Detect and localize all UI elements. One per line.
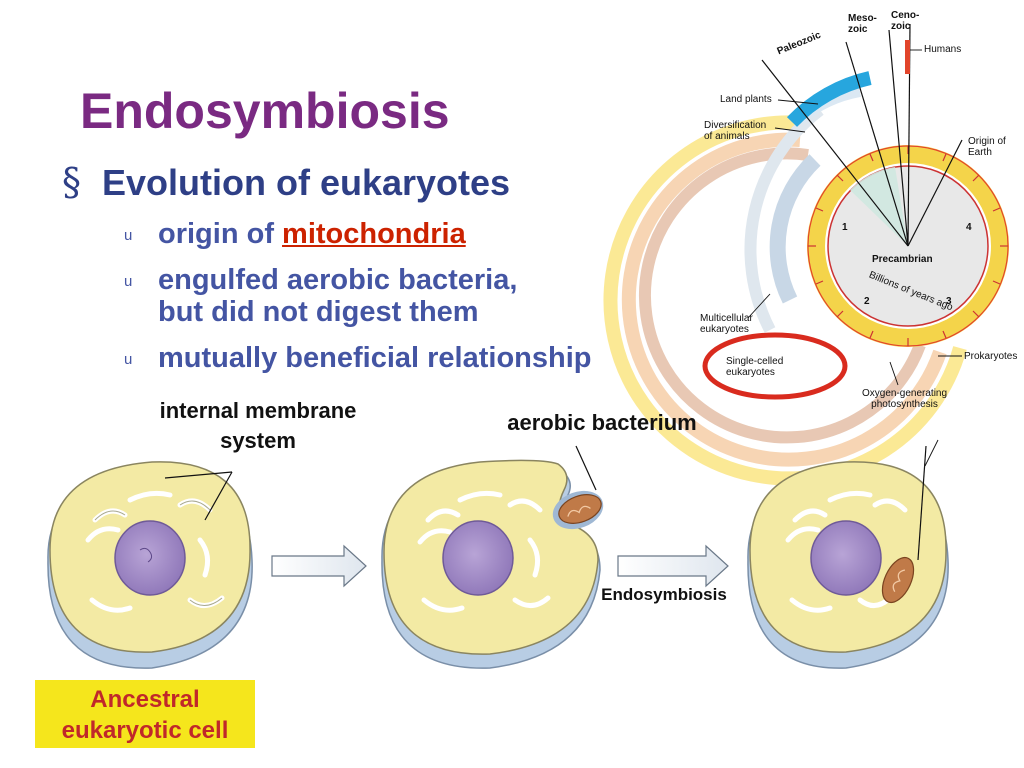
arc-multicellular — [769, 154, 821, 304]
bullet-main-text: Evolution of eukaryotes — [102, 162, 511, 203]
era-mesozoic: Meso- zoic — [848, 13, 877, 35]
event-multicellular-2: eukaryotes — [700, 324, 749, 335]
event-single-celled: Single-celled eukaryotes — [726, 356, 783, 378]
era-mesozoic-2: zoic — [848, 24, 868, 35]
event-multicellular: Multicellular eukaryotes — [700, 313, 753, 335]
event-prokaryotes: Prokaryotes — [964, 351, 1018, 362]
arc-single-celled — [638, 147, 926, 444]
sub-item-2-line2: but did not digest them — [158, 296, 479, 328]
sub-item-3: u mutually beneficial relationship — [124, 342, 592, 374]
symbiont-cell — [747, 461, 949, 669]
sub-item-2-line1: engulfed aerobic bacteria, — [158, 264, 518, 296]
membrane-label-line1: internal membrane — [159, 398, 357, 423]
arc-diversification — [786, 71, 872, 127]
event-multicellular-1: Multicellular — [700, 313, 753, 324]
ancestral-label-line1: Ancestral — [90, 686, 200, 713]
highlight-circle — [702, 332, 848, 400]
clock-wedge — [850, 167, 908, 246]
sub-marker: u — [124, 227, 133, 244]
sub-marker: u — [124, 273, 133, 290]
event-oxygen: Oxygen-generating photosynthesis — [862, 388, 947, 410]
event-diversification-2: of animals — [704, 131, 750, 142]
era-cenozoic-2: zoic — [891, 21, 911, 32]
sub-item-3-text: mutually beneficial relationship — [158, 342, 592, 374]
event-humans: Humans — [924, 44, 962, 55]
event-oxygen-2: photosynthesis — [871, 399, 938, 410]
ancestral-label-line2: eukaryotic cell — [61, 717, 229, 744]
tick-1: 1 — [842, 222, 848, 233]
slide-title: Endosymbiosis — [80, 83, 450, 139]
process-label: Endosymbiosis — [601, 585, 727, 604]
mitochondrion — [881, 556, 915, 604]
ancestral-cell-label: Ancestral eukaryotic cell — [35, 680, 255, 748]
bullet-main: § Evolution of eukaryotes — [62, 160, 510, 204]
event-origin-1: Origin of — [968, 136, 1006, 147]
nucleus — [810, 520, 882, 596]
nucleus — [114, 520, 186, 596]
era-mesozoic-1: Meso- — [848, 13, 877, 24]
mitochondria-link: mitochondria — [282, 218, 466, 250]
precambrian-label: Precambrian — [872, 254, 933, 265]
bacterium-label: aerobic bacterium — [507, 410, 697, 435]
membrane-label-line2: system — [220, 428, 296, 453]
event-diversification-1: Diversification — [704, 120, 767, 131]
era-cenozoic-1: Ceno- — [891, 10, 920, 21]
engulfing-cell — [381, 459, 604, 669]
sub-marker: u — [124, 351, 133, 368]
event-diversification: Diversification of animals — [704, 120, 766, 142]
event-origin-2: Earth — [968, 147, 992, 158]
event-single-2: eukaryotes — [726, 367, 775, 378]
tick-3: 3 — [946, 296, 952, 307]
event-oxygen-1: Oxygen-generating — [862, 388, 948, 399]
ancestral-cell — [47, 461, 253, 669]
tick-2: 2 — [864, 296, 870, 307]
era-cenozoic: Ceno- zoic — [891, 10, 919, 32]
nucleus — [442, 520, 514, 596]
sub-item-2: u engulfed aerobic bacteria, but did not… — [124, 264, 518, 328]
event-single-1: Single-celled — [726, 356, 784, 367]
geologic-time-clock — [603, 23, 1009, 486]
bullet-marker: § — [62, 160, 81, 204]
event-origin-earth: Origin of Earth — [968, 136, 1006, 158]
event-land-plants: Land plants — [720, 94, 772, 105]
membrane-label: internal membrane system — [128, 396, 388, 456]
arc-photosynthesis — [603, 115, 967, 486]
arc-prokaryotes — [621, 132, 947, 467]
tick-4: 4 — [966, 222, 972, 233]
sub-item-1-prefix: origin of — [158, 218, 283, 250]
arc-outer-grey — [744, 105, 824, 333]
sub-item-1: u origin of mitochondria — [124, 218, 466, 250]
arrow-2 — [617, 544, 729, 588]
arrow-1 — [271, 544, 367, 588]
